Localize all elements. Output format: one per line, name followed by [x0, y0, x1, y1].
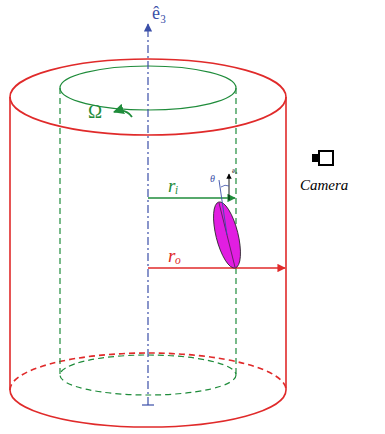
camera-label: Camera [300, 178, 348, 193]
vertical-reference [229, 174, 230, 200]
angle-arc [221, 185, 229, 187]
orientation-axis [219, 180, 227, 235]
outer-radius-arrow [148, 267, 285, 268]
angular-velocity-label: Ω [88, 102, 102, 121]
angle-label: θ [210, 174, 215, 184]
reference-axis-label: ê₃ [232, 168, 238, 175]
camera-icon [313, 151, 333, 165]
axis-label: ê₃ [152, 4, 166, 22]
rotation-axis [147, 24, 148, 405]
rotation-arrow [114, 111, 132, 117]
inner-radius-label: rᵢ [168, 176, 178, 195]
outer-radius-label: rₒ [168, 246, 181, 265]
axis-base [142, 404, 154, 405]
